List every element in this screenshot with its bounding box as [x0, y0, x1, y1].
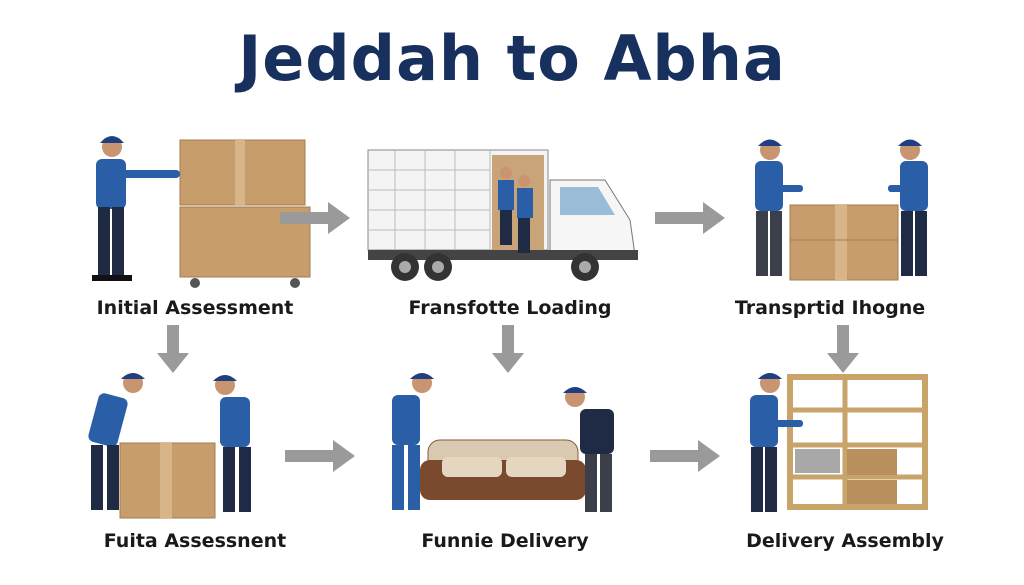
arrow-down-icon [157, 325, 189, 373]
step-label: Fuita Assessnent [103, 530, 287, 552]
step-transport: Transprtid Ihogne [735, 125, 1024, 335]
step-delivery: Funnie Delivery [370, 365, 670, 575]
step-label: Delivery Assembly [746, 530, 944, 552]
step-assembly: Delivery Assembly [735, 365, 1024, 575]
workers-carrying-sofa-illustration [392, 373, 614, 512]
arrow-down-icon [827, 325, 859, 373]
step-label: Transprtid Ihogne [734, 297, 926, 319]
arrow-down-icon [492, 325, 524, 373]
arrow-right-icon [655, 202, 725, 234]
step-label: Fransfotte Loading [408, 297, 612, 319]
step-label: Funnie Delivery [421, 530, 589, 552]
step-initial-assessment: Initial Assessment [60, 125, 360, 335]
arrow-right-icon [285, 440, 355, 472]
step-label: Initial Assessment [96, 297, 294, 319]
worker-assembling-shelf-illustration [750, 373, 928, 512]
step-loading: Fransfotte Loading [360, 125, 660, 335]
workers-moving-box-illustration [88, 373, 251, 519]
worker-with-boxes-illustration [92, 136, 311, 288]
page-title: Jeddah to Abha [238, 22, 786, 95]
arrow-right-icon [280, 202, 350, 234]
truck-loading-illustration [367, 149, 638, 281]
two-workers-carrying-box-illustration [755, 139, 928, 281]
step-assessment-2: Fuita Assessnent [75, 365, 375, 575]
arrow-right-icon [650, 440, 720, 472]
